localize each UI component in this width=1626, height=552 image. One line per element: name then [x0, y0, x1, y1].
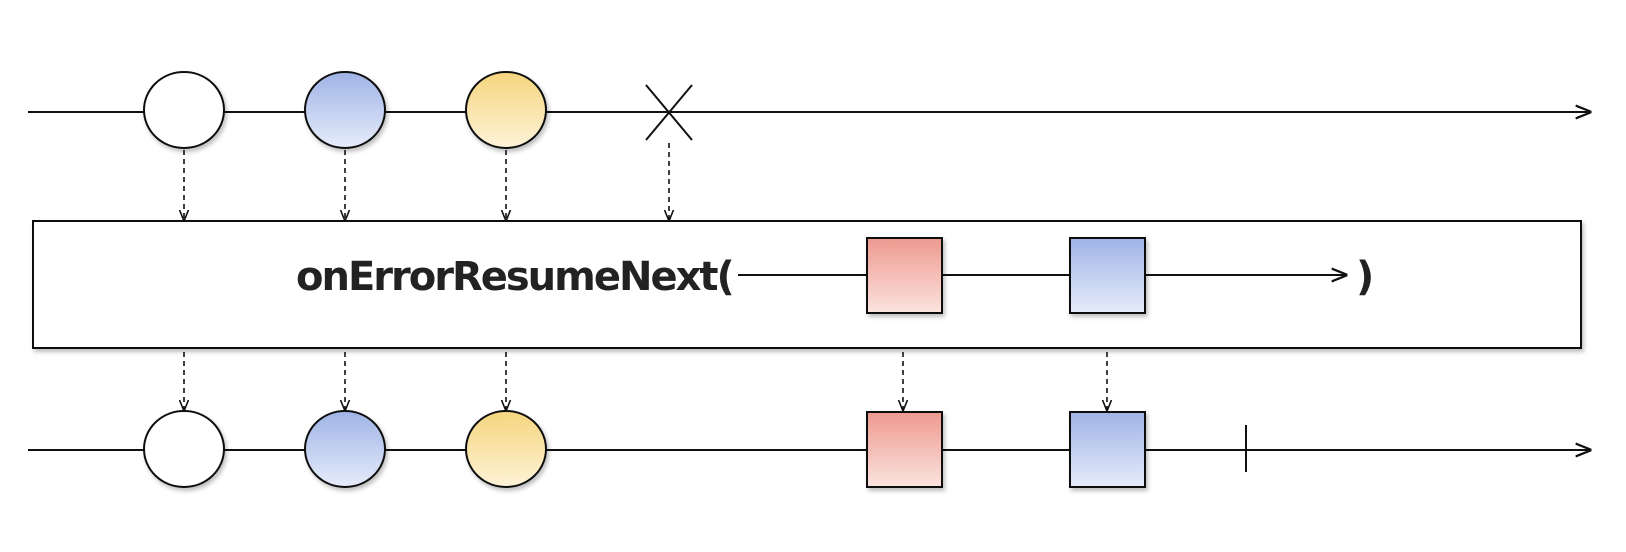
output-item-red — [866, 411, 943, 488]
operator-to-output-arrows — [184, 352, 1107, 410]
source-item-blue — [304, 71, 386, 149]
source-to-operator-arrows — [184, 143, 669, 220]
operator-box — [32, 220, 1582, 349]
operator-label: onErrorResumeNext( — [296, 254, 733, 300]
resume-item-blue — [1069, 237, 1146, 314]
source-error-icon — [645, 84, 693, 141]
source-item-yellow — [465, 71, 547, 149]
source-item-white — [143, 71, 225, 149]
output-item-white — [143, 410, 225, 488]
resume-item-red — [866, 237, 943, 314]
operator-closing-paren: ) — [1356, 254, 1374, 300]
output-item-blue — [304, 410, 386, 488]
output-item-yellow — [465, 410, 547, 488]
output-item-blue-square — [1069, 411, 1146, 488]
